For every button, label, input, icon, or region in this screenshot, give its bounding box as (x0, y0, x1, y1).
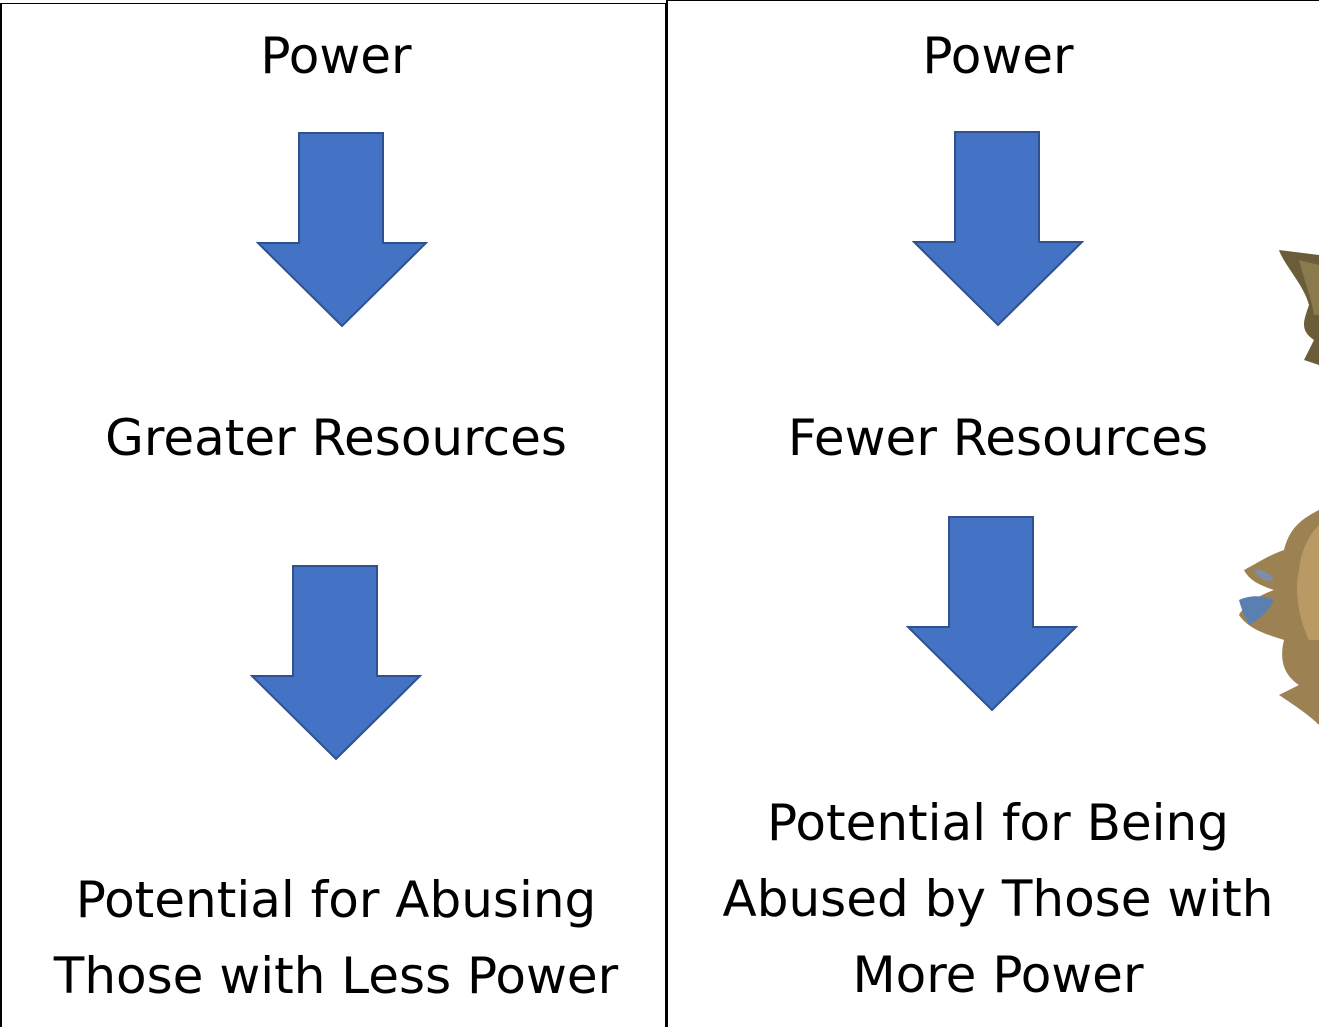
left-bottom-line-1: Potential for Abusing (75, 871, 597, 929)
right-fewer-resources-label: Fewer Resources (787, 409, 1209, 467)
left-bottom-line-2: Those with Less Power (53, 947, 619, 1005)
left-down-arrow-icon-2 (250, 565, 422, 761)
right-bottom-line-1: Potential for Being (767, 794, 1229, 852)
left-greater-resources-label: Greater Resources (105, 409, 567, 467)
right-bottom-line-2: Abused by Those with (722, 870, 1274, 928)
right-power-label: Power (922, 27, 1074, 85)
right-panel (666, 0, 1319, 1027)
left-down-arrow-icon-1 (256, 132, 428, 328)
right-down-arrow-icon-1 (912, 131, 1084, 327)
right-down-arrow-icon-2 (906, 516, 1078, 712)
tree-photo-fragment-lower (1239, 510, 1319, 725)
right-bottom-line-3: More Power (852, 946, 1144, 1004)
tree-photo-fragment-upper (1279, 250, 1319, 365)
panel-divider (665, 3, 667, 1027)
left-power-label: Power (260, 27, 412, 85)
left-panel (0, 3, 668, 1027)
